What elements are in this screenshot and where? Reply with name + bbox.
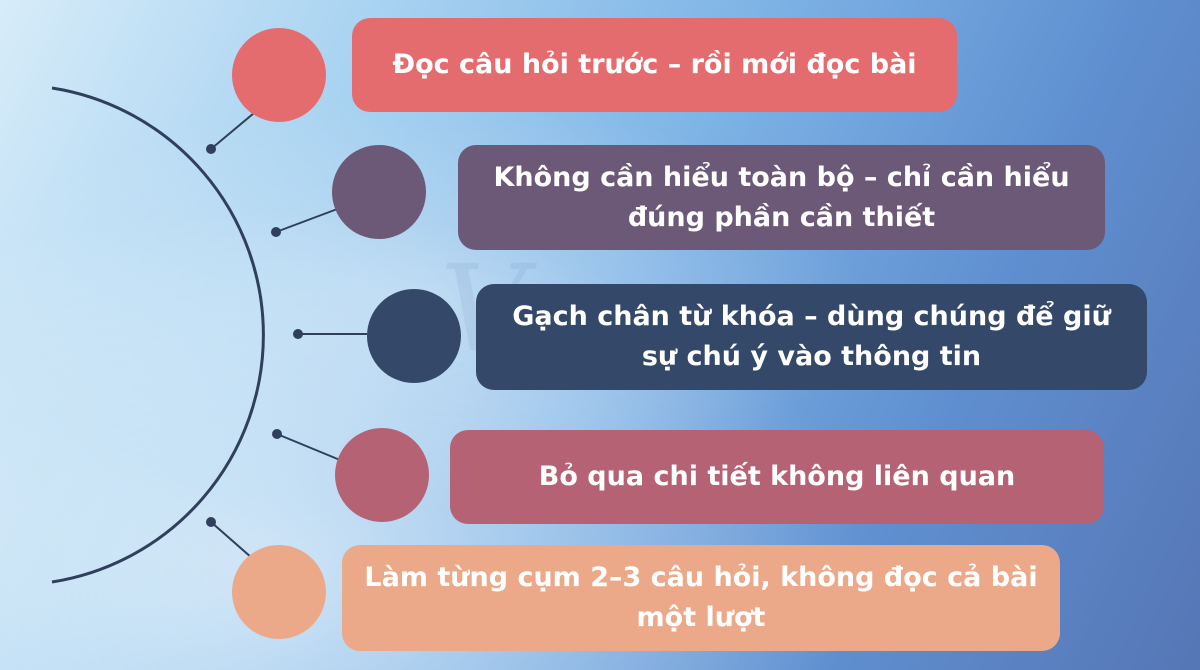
- node-dot-3: [293, 329, 303, 339]
- item-2-circle: [332, 145, 426, 239]
- item-5-box: Làm từng cụm 2–3 câu hỏi, không đọc cả b…: [342, 545, 1060, 651]
- item-4-circle: [335, 428, 429, 522]
- item-2-box: Không cần hiểu toàn bộ – chỉ cần hiểu đú…: [458, 145, 1105, 250]
- item-2-text: Không cần hiểu toàn bộ – chỉ cần hiểu đú…: [493, 161, 1070, 233]
- item-4-box: Bỏ qua chi tiết không liên quan: [450, 430, 1104, 524]
- connector-1: [210, 107, 261, 150]
- connector-4: [276, 433, 341, 461]
- node-dot-2: [271, 227, 281, 237]
- item-1-text: Đọc câu hỏi trước – rồi mới đọc bài: [392, 49, 917, 80]
- item-5-text: Làm từng cụm 2–3 câu hỏi, không đọc cả b…: [364, 562, 1038, 633]
- item-1-box: Đọc câu hỏi trước – rồi mới đọc bài: [352, 18, 957, 112]
- item-5-circle: [232, 545, 326, 639]
- connector-2: [275, 207, 341, 233]
- node-dot-4: [272, 429, 282, 439]
- item-1-circle: [232, 28, 326, 122]
- item-4-text: Bỏ qua chi tiết không liên quan: [538, 461, 1016, 492]
- item-3-text: Gạch chân từ khóa – dùng chúng để giữ sự…: [512, 301, 1111, 372]
- item-3-box: Gạch chân từ khóa – dùng chúng để giữ sự…: [476, 284, 1147, 390]
- arc-spine: [51, 86, 265, 584]
- item-3-circle: [367, 289, 461, 383]
- node-dot-1: [206, 144, 216, 154]
- node-dot-5: [206, 517, 216, 527]
